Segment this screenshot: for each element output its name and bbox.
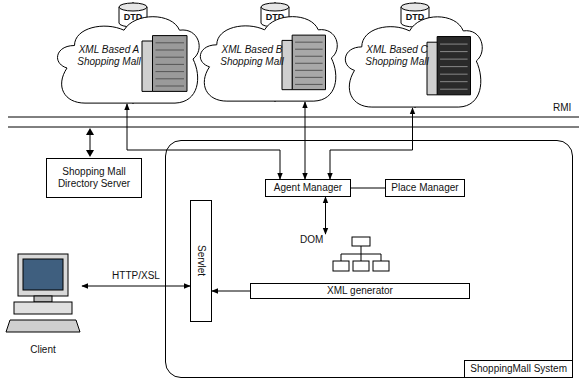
agent-manager-box: Agent Manager <box>265 179 351 197</box>
keyboard <box>6 320 80 332</box>
rmi-bus-line <box>8 117 579 118</box>
tree-node <box>333 261 349 271</box>
base-unit <box>14 302 72 314</box>
rack-slot <box>295 63 323 64</box>
rack-slot <box>295 70 323 71</box>
cylinder-top <box>261 3 289 11</box>
server-rack-side <box>427 42 437 95</box>
connector <box>351 188 385 189</box>
rack-slot <box>440 81 468 82</box>
node-label: Place Manager <box>391 182 458 194</box>
connector <box>212 291 250 292</box>
rack-slot <box>440 51 468 52</box>
rack-slot <box>440 74 468 75</box>
bus-link <box>90 132 91 153</box>
rack-slot <box>440 66 468 67</box>
node-label: Shopping Mall Directory Server <box>50 166 138 190</box>
protocol-label: RMI <box>553 102 571 114</box>
client-computer: Client <box>4 250 82 358</box>
tree-node <box>352 237 370 246</box>
monitor <box>18 254 68 296</box>
cylinder-top <box>401 3 429 11</box>
server-rack <box>292 35 325 90</box>
node-label: XML Based B Shopping Mall <box>211 44 293 68</box>
node-label: DOM <box>300 234 323 246</box>
connector <box>325 197 326 234</box>
tree-branch <box>381 254 382 261</box>
rack-slot <box>156 64 185 65</box>
rmi-bus-line <box>8 127 579 128</box>
rack-slot <box>295 84 323 85</box>
rack-slot <box>295 49 323 50</box>
connector <box>330 108 413 179</box>
rack-slot <box>440 44 468 45</box>
servlet-box: Servlet <box>190 200 212 322</box>
server-rack-side <box>142 41 153 91</box>
monitor-stand <box>34 296 52 302</box>
node-label: Client <box>4 344 82 356</box>
system-label: ShoppingMall System <box>464 360 573 378</box>
rack-slot <box>156 71 185 72</box>
xml-generator-box: XML generator <box>250 283 470 299</box>
server-rack <box>153 36 188 92</box>
node-label: Agent Manager <box>274 182 342 194</box>
tree-node <box>353 261 369 271</box>
dom-tree-icon <box>332 236 390 274</box>
cloud-outline <box>200 17 337 101</box>
node-label: XML generator <box>327 285 393 297</box>
tree-branch <box>361 254 362 261</box>
node-label: Servlet <box>195 245 207 276</box>
cloud-outline <box>58 17 200 103</box>
arrow-head <box>86 128 94 135</box>
rack-slot <box>156 78 185 79</box>
connector <box>82 286 190 287</box>
rack-slot <box>156 57 185 58</box>
node-label: XML Based C Shopping Mall <box>356 44 438 68</box>
place-manager-box: Place Manager <box>385 179 465 197</box>
shopping-mall-cloud: XML Based C Shopping Mall <box>340 14 485 108</box>
rack-slot <box>295 42 323 43</box>
rack-slot <box>440 59 468 60</box>
connector <box>127 104 280 179</box>
tree-node <box>373 261 389 271</box>
rack-slot <box>295 56 323 57</box>
rack-slot <box>440 89 468 90</box>
tree-branch <box>341 254 342 261</box>
cloud-outline <box>345 17 482 107</box>
node-label: XML Based A Shopping Mall <box>68 44 150 68</box>
shopping-mall-cloud: XML Based B Shopping Mall <box>195 14 340 102</box>
screen <box>23 259 63 290</box>
server-rack <box>437 37 470 95</box>
system-boundary: ShoppingMall System Agent Manager Place Ma… <box>165 140 573 378</box>
rack-slot <box>156 86 185 87</box>
arrow-head <box>86 150 94 157</box>
rack-slot <box>156 42 185 43</box>
tree-branch <box>361 246 362 254</box>
dom-tree: DOM <box>300 234 390 276</box>
shopping-mall-cloud: XML Based A Shopping Mall <box>52 14 202 104</box>
rack-slot <box>156 50 185 51</box>
directory-server-box: Shopping Mall Directory Server <box>46 158 142 198</box>
cylinder-top <box>119 3 147 11</box>
rack-slot <box>295 77 323 78</box>
computer-icon <box>4 250 82 336</box>
connector-label: HTTP/XSL <box>110 270 162 282</box>
